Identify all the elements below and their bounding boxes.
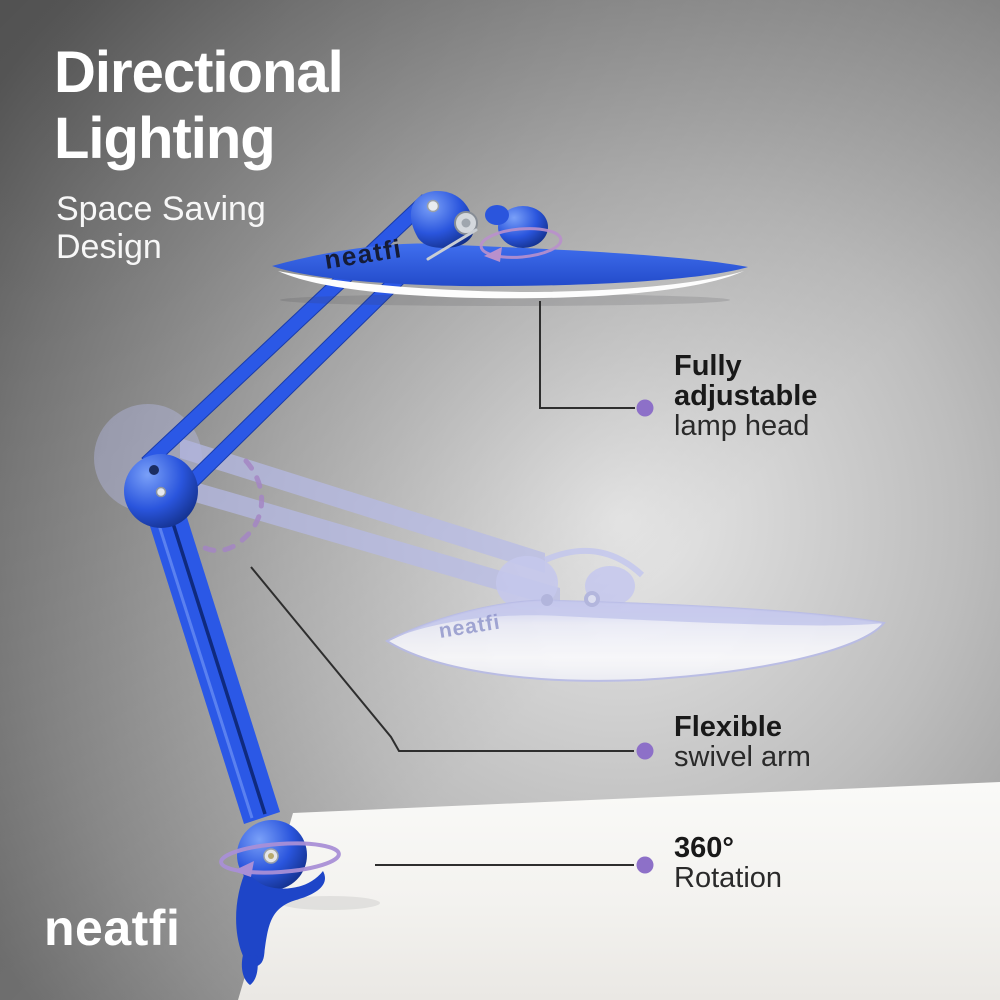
elbow-screw-icon <box>149 465 159 475</box>
clamp-shadow <box>280 896 380 910</box>
callout-swivel-arm-text: swivel arm <box>674 741 811 773</box>
head-hinge-knuckle <box>410 190 474 248</box>
page-title: Directional Lighting <box>54 40 344 171</box>
callout-dot <box>636 856 654 874</box>
callout-rotation: 360° Rotation <box>674 833 782 893</box>
clamp-rotation-arrowhead-icon <box>233 861 254 877</box>
clamp-screw-center <box>268 853 274 859</box>
ghost-arm-strut <box>195 482 560 608</box>
head-knob-bump <box>485 205 509 225</box>
callout-lamp-head-text: lamp head <box>674 410 810 442</box>
ghost-hinge-wire <box>543 547 645 578</box>
ghost-screw-icon <box>541 594 553 606</box>
lower-arm-highlight <box>150 502 254 819</box>
hinge-rod <box>426 228 478 261</box>
ghost-lamp-head-rim <box>387 600 884 641</box>
lamp-head <box>272 243 748 287</box>
elbow-screw-cap-icon <box>155 486 167 498</box>
callout-dot <box>636 742 654 760</box>
lower-arm-slot <box>163 497 267 815</box>
head-rotation-arrowhead-icon <box>484 247 502 262</box>
callout-swivel-arm-bold: Flexible <box>674 711 782 743</box>
lamp: neatfi <box>124 190 748 985</box>
desk-surface <box>238 782 1000 1000</box>
head-rotation-arrow-icon <box>479 227 563 259</box>
callout-lamp-head: Fully adjustable lamp head <box>674 351 817 441</box>
brand-logo: neatfi <box>44 900 181 956</box>
hinge-screw-cap-icon <box>426 199 440 213</box>
callout-lamp-head-bold: Fully adjustable <box>674 350 818 412</box>
clamp-jaw <box>236 868 325 967</box>
page-subtitle: Space Saving Design <box>56 190 266 266</box>
clamp-rotation-arrow-icon <box>219 841 341 875</box>
callout-swivel-arm: Flexible swivel arm <box>674 712 811 772</box>
lamp-light-panel <box>278 271 744 299</box>
head-glow-shadow <box>280 294 730 306</box>
elbow-rotation-dashed-arc-icon <box>194 458 265 553</box>
callout-dot <box>636 399 654 417</box>
ghost-screw-cap <box>588 595 596 603</box>
hinge-nut-center <box>461 218 471 228</box>
callout-line-swivel-arm <box>250 566 634 752</box>
lower-arm <box>142 489 280 824</box>
callout-line-lamp-head <box>539 301 635 409</box>
ghost-arm-strut <box>180 438 545 573</box>
callout-rotation-text: Rotation <box>674 862 783 894</box>
clamp-screw-handle <box>241 955 258 985</box>
callout-leaders <box>250 301 654 874</box>
callout-rotation-bold: 360° <box>674 832 734 864</box>
head-swivel-knob <box>498 206 548 248</box>
